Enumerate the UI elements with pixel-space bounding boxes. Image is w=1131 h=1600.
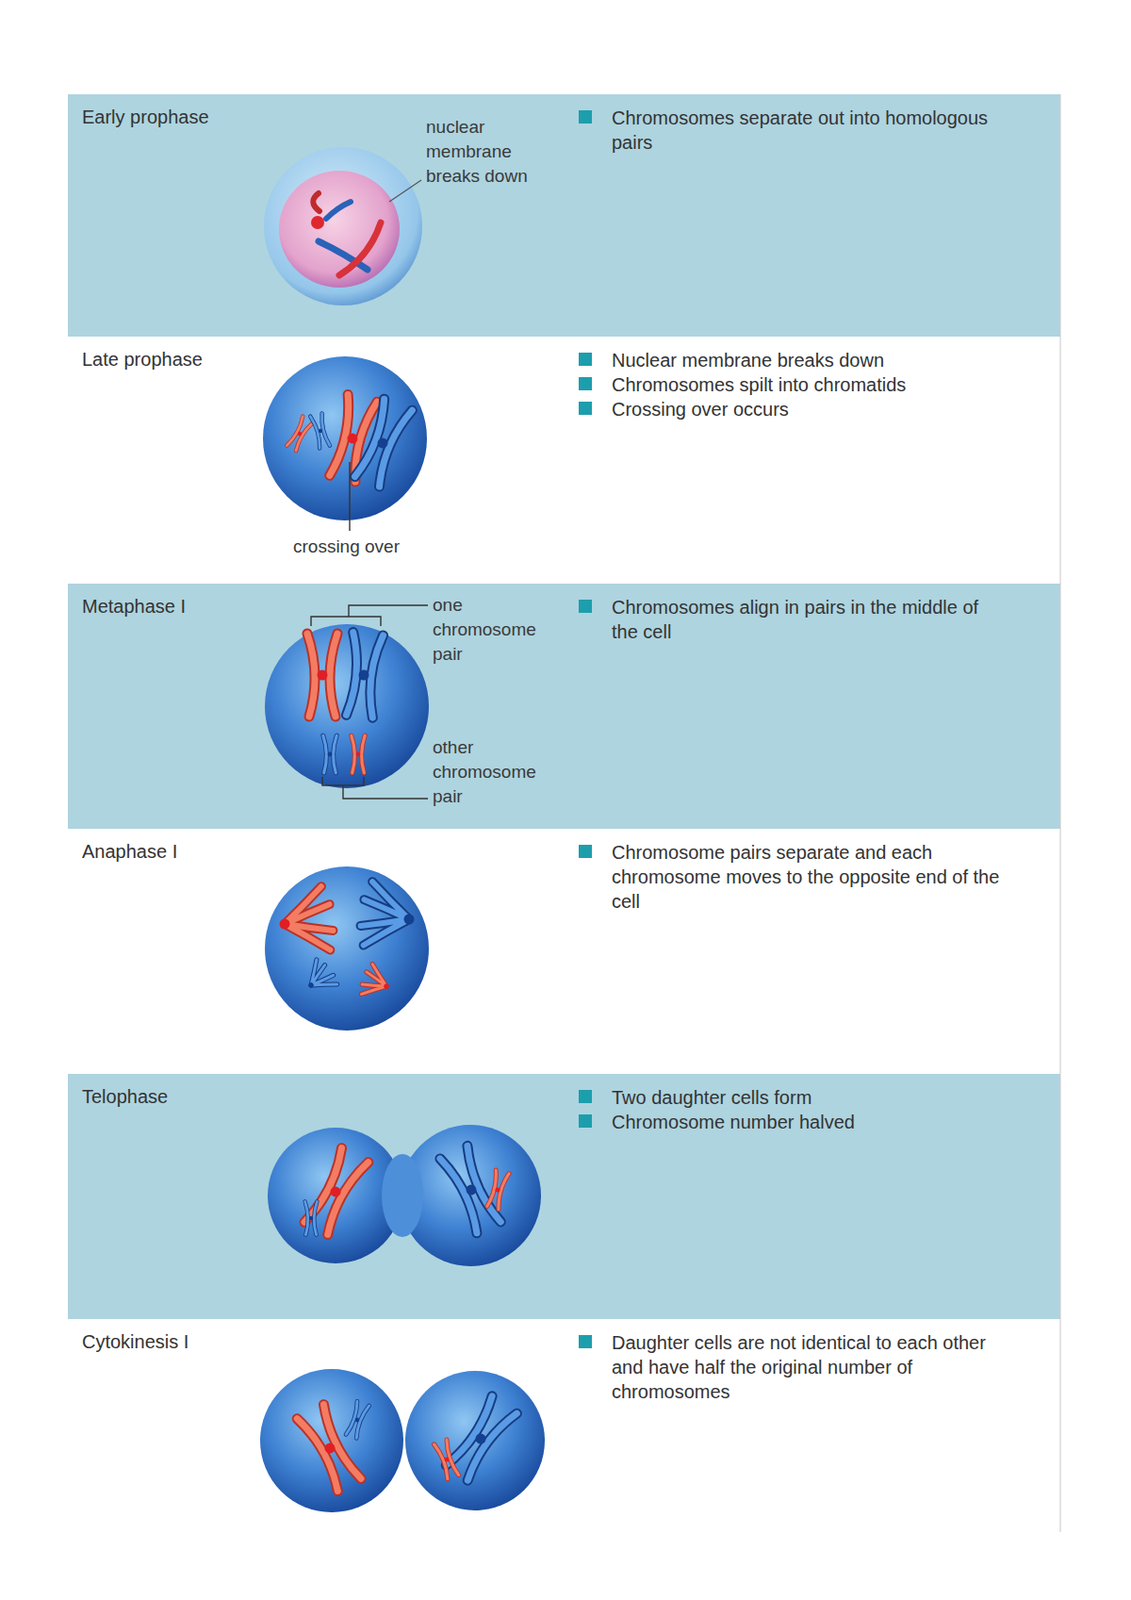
band-fill xyxy=(67,336,1061,584)
page-rule xyxy=(1060,94,1062,1532)
stage-name: Late prophase xyxy=(81,346,203,372)
bullet-item: Chromosomes separate out into homologous… xyxy=(578,105,1008,155)
bullet-text: Chromosomes separate out into homologous… xyxy=(611,107,988,153)
stage-name: Telophase xyxy=(81,1083,168,1109)
callout-label: nuclear membrane breaks down xyxy=(426,114,538,189)
bullet-list: Daughter cells are not identical to each… xyxy=(578,1329,1008,1404)
bullet-text: Two daughter cells form xyxy=(611,1086,812,1108)
bullet-list: Chromosomes separate out into homologous… xyxy=(578,105,1008,155)
bullet-list: Nuclear membrane breaks downChromosomes … xyxy=(578,347,1008,422)
bullet-square xyxy=(578,110,592,124)
bullet-item: Chromosome pairs separate and each chrom… xyxy=(578,839,1008,914)
bullet-item: Chromosomes align in pairs in the middle… xyxy=(578,594,1008,644)
bullet-item: Crossing over occurs xyxy=(578,396,1008,422)
bracket xyxy=(322,776,428,799)
stage-band: Cytokinesis I Daughter cells are not iden… xyxy=(67,1318,1061,1532)
bullet-text: Nuclear membrane breaks down xyxy=(611,349,885,371)
bullet-square xyxy=(578,1334,592,1348)
bullet-list: Chromosome pairs separate and each chrom… xyxy=(578,839,1008,914)
stage-name: Anaphase I xyxy=(81,838,178,864)
band-fill xyxy=(67,1073,1061,1319)
bullet-text: Chromosome number halved xyxy=(611,1111,855,1132)
cell-telophase xyxy=(267,1124,541,1266)
bullet-square xyxy=(578,599,592,613)
bullet-item: Two daughter cells form xyxy=(578,1084,1008,1110)
bullet-square xyxy=(578,377,592,391)
cell-cytokinesis xyxy=(260,1368,545,1512)
bullet-text: Chromosomes align in pairs in the middle… xyxy=(611,596,979,642)
bullet-text: Daughter cells are not identical to each… xyxy=(611,1331,986,1402)
cell-metaphase xyxy=(264,605,429,799)
bullet-square xyxy=(578,844,592,858)
bullet-list: Chromosomes align in pairs in the middle… xyxy=(578,594,1008,644)
bullet-square xyxy=(578,1114,592,1128)
bullet-item: Chromosomes spilt into chromatids xyxy=(578,372,1008,397)
band-fill xyxy=(67,94,1061,337)
bullet-item: Chromosome number halved xyxy=(578,1109,1008,1134)
bullet-square xyxy=(578,401,592,415)
stage-name: Cytokinesis I xyxy=(81,1328,189,1354)
stage-band: Late prophase Nuclear membrane breaks dow… xyxy=(67,336,1061,584)
stage-band: Early prophase Chromosomes separate out i… xyxy=(67,94,1061,337)
callout-label: crossing over xyxy=(293,534,400,559)
stage-name: Early prophase xyxy=(81,104,210,130)
bullet-list: Two daughter cells formChromosome number… xyxy=(578,1084,1008,1134)
bracket xyxy=(311,605,428,626)
band-fill xyxy=(67,828,1061,1074)
bullet-item: Nuclear membrane breaks down xyxy=(578,347,1008,373)
stage-band: Telophase Two daughter cells formChromoso… xyxy=(67,1073,1061,1319)
stage-band: Metaphase I Chromosomes align in pairs in… xyxy=(67,583,1061,829)
band-fill xyxy=(67,583,1061,829)
cell-early-prophase xyxy=(263,147,423,306)
leader-line xyxy=(389,180,422,202)
bullet-item: Daughter cells are not identical to each… xyxy=(578,1329,1008,1404)
stage-band: Anaphase I Chromosome pairs separate and … xyxy=(67,828,1061,1074)
stage-name: Metaphase I xyxy=(81,593,186,619)
cell-anaphase xyxy=(264,866,429,1031)
bullet-square xyxy=(578,1089,592,1103)
bullet-text: Chromosomes spilt into chromatids xyxy=(611,374,906,395)
callout-label: one chromosome pair xyxy=(432,592,544,667)
leader-line xyxy=(348,461,350,531)
bullet-text: Crossing over occurs xyxy=(611,398,789,420)
cell-late-prophase xyxy=(262,356,427,531)
bullet-square xyxy=(578,352,592,366)
bullet-text: Chromosome pairs separate and each chrom… xyxy=(611,841,1000,912)
callout-label: other chromosome pair xyxy=(432,735,544,809)
